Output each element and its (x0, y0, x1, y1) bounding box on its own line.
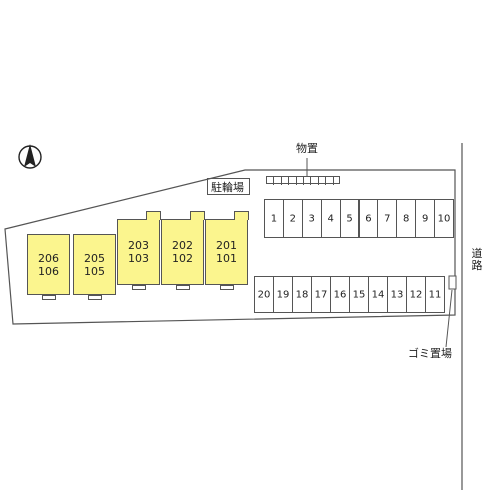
unit-roof-notch (189, 211, 205, 220)
parking-space-number: 16 (333, 289, 347, 300)
garbage-area-label: ゴミ置場 (408, 347, 452, 360)
parking-space-number: 11 (428, 289, 442, 300)
unit-number-lower: 101 (216, 252, 237, 265)
storage-cell-divider (325, 177, 327, 185)
parking-space-number: 14 (371, 289, 385, 300)
storage-cell-divider (303, 177, 304, 185)
parking-space-number: 3 (308, 213, 315, 224)
unit-number-lower: 102 (172, 252, 193, 265)
parking-space-1: 1 (264, 199, 284, 238)
parking-space-number: 5 (346, 213, 353, 224)
parking-space-11: 11 (425, 276, 445, 313)
parking-space-18: 18 (292, 276, 312, 313)
unit-entrance-step (41, 295, 56, 300)
parking-space-20: 20 (254, 276, 274, 313)
storage-cell-divider (273, 177, 275, 185)
bicycle-parking-label: 駐輪場 (211, 181, 244, 194)
unit-number-upper: 206 (38, 251, 59, 265)
unit-entrance-step (87, 295, 102, 300)
bicycle-parking-box (207, 178, 250, 195)
parking-space-17: 17 (311, 276, 331, 313)
parking-space-9: 9 (415, 199, 436, 238)
parking-space-2: 2 (282, 199, 303, 238)
parking-space-number: 18 (295, 289, 309, 300)
parking-space-7: 7 (377, 199, 398, 238)
unit-entrance-step (219, 285, 234, 290)
parking-space-8: 8 (396, 199, 417, 238)
storage-strip (266, 176, 340, 185)
parking-space-12: 12 (406, 276, 426, 313)
storage-label: 物置 (296, 142, 318, 155)
unit-number-upper: 203 (128, 239, 149, 252)
garbage-box (448, 275, 457, 290)
unit-number-lower: 106 (38, 264, 59, 278)
unit-roof-notch (145, 211, 161, 220)
unit-entrance-step (175, 285, 190, 290)
parking-space-16: 16 (330, 276, 350, 313)
parking-space-13: 13 (387, 276, 407, 313)
parking-space-number: 20 (257, 289, 271, 300)
unit-number-upper: 202 (172, 239, 193, 252)
unit-roof-notch (233, 211, 249, 220)
parking-space-number: 9 (421, 213, 429, 224)
garbage-leader-line (445, 289, 453, 348)
parking-space-number: 8 (403, 213, 410, 224)
parking-space-number: 2 (289, 213, 297, 224)
parking-space-number: 17 (314, 289, 328, 300)
parking-space-number: 12 (409, 289, 423, 300)
parking-space-4: 4 (320, 199, 341, 238)
parking-space-number: 1 (270, 213, 278, 224)
storage-cell-divider (317, 177, 319, 185)
north-arrow-icon (18, 144, 42, 169)
parking-space-3: 3 (301, 199, 322, 238)
parking-space-19: 19 (273, 276, 293, 313)
parking-space-number: 4 (327, 213, 334, 224)
parking-space-number: 6 (365, 213, 372, 224)
unit-entrance-step (131, 285, 146, 290)
unit-number-lower: 105 (84, 264, 105, 278)
unit-number-upper: 201 (216, 239, 237, 252)
parking-space-6: 6 (358, 199, 379, 238)
parking-space-number: 10 (437, 213, 451, 224)
storage-cell-divider (288, 177, 290, 185)
storage-cell-divider (280, 177, 282, 185)
parking-space-14: 14 (368, 276, 388, 313)
parking-space-number: 15 (352, 289, 366, 300)
parking-space-number: 19 (276, 289, 290, 300)
parking-space-15: 15 (349, 276, 369, 313)
storage-cell-divider (310, 177, 312, 185)
road-label: 道路 (471, 247, 483, 272)
parking-space-10: 10 (434, 199, 454, 238)
parking-space-5: 5 (339, 199, 360, 238)
parking-space-number: 7 (384, 213, 391, 224)
storage-cell-divider (332, 177, 334, 185)
unit-number-lower: 103 (128, 252, 149, 265)
site-boundary (4, 169, 456, 325)
unit-number-upper: 205 (84, 251, 105, 265)
parking-space-number: 13 (390, 289, 404, 300)
storage-cell-divider (295, 177, 297, 185)
